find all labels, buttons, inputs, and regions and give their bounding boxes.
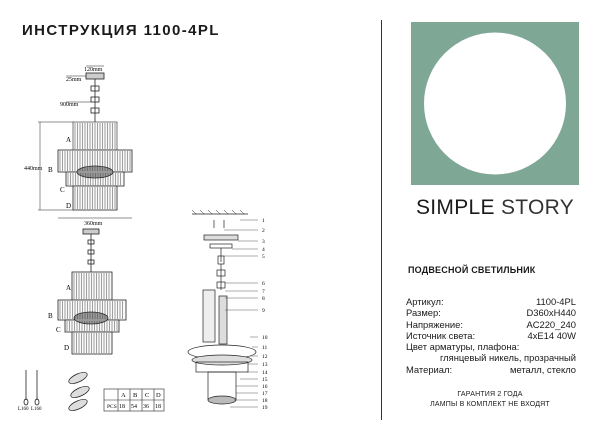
part-number: 16 [262,384,268,390]
spec-row-size: Размер: D360xH440 [406,307,576,318]
warranty-note: ГАРАНТИЯ 2 ГОДА [457,391,523,398]
spec-list: Артикул: 1100-4PL Размер: D360xH440 Напр… [406,296,576,375]
spec-label: Артикул: [406,296,444,307]
tier-label-d2: D [64,344,69,352]
crystal-pieces [68,372,90,411]
table-value-c: 36 [143,404,149,410]
table-header-c: C [145,392,149,399]
spec-row-material: Материал: металл, стекло [406,364,576,375]
brand-name-part1: SIMPLE [415,196,495,219]
part-number: 7 [262,289,265,295]
spec-row-voltage: Напряжение: AC220_240 [406,319,576,330]
part-number: 17 [262,391,268,397]
product-type: ПОДВЕСНОЙ СВЕТИЛЬНИК [408,265,536,275]
part-number: 8 [262,296,265,302]
lamp-length-label-2: L160 [31,407,42,412]
spec-label: Размер: [406,307,441,319]
lamp-parts [23,370,40,406]
spec-value: D360xH440 [526,307,576,319]
part-number: 13 [262,362,268,368]
table-header-d: D [156,392,161,399]
table-value-b: 54 [131,404,137,410]
table-header-a: A [121,392,126,399]
part-number: 2 [262,228,265,234]
part-number: 10 [262,335,268,341]
part-number: 14 [262,370,268,376]
spec-value: 4xE14 40W [527,329,576,341]
part-number: 9 [262,308,265,314]
spec-value: металл, стекло [510,363,576,375]
dim-cap-label: 25mm [66,77,82,83]
part-number: 12 [262,354,268,360]
lamp-length-label-1: L160 [18,407,29,412]
exploded-view [187,209,257,405]
spec-label: Источник света: [406,329,476,341]
tier-label-a2: A [66,284,71,292]
part-number: 19 [262,405,268,411]
brand-logo [411,22,579,185]
vertical-divider [381,20,382,420]
quantity-table [103,388,165,412]
part-number: 4 [262,247,265,253]
spec-label: Напряжение: [406,318,463,330]
part-number: 5 [262,254,265,260]
brand-name: SIMPLE STORY [395,196,595,220]
part-number: 15 [262,377,268,383]
dimensions-top [38,65,132,219]
part-number: 1 [262,218,265,224]
lamps-note: ЛАМПЫ В КОМПЛЕКТ НЕ ВХОДЯТ [430,401,550,408]
assembly-drawing: 120mm 25mm 900mm 440mm 360mm A B C D A B… [18,65,268,412]
table-header-b: B [133,392,138,399]
spec-armature-value: глянцевый никель, прозрачный [439,352,576,364]
part-number: 18 [262,398,268,404]
spec-label: Материал: [406,363,453,375]
spec-armature-label: Цвет арматуры, плафона: [406,341,520,353]
tier-label-c2: C [56,326,61,334]
tier-label-a: A [66,136,71,144]
table-value-a: 18 [119,404,125,410]
tier-label-d: D [66,202,71,210]
tier-label-b: B [48,166,53,174]
tier-label-b2: B [48,312,53,320]
spec-value: 1100-4PL [536,296,576,307]
tier-label-c: C [60,186,65,194]
brand-name-part2: STORY [500,196,575,219]
table-value-d: 18 [155,404,161,410]
part-number: 3 [262,239,265,245]
table-pcs-label: PCS [107,404,117,410]
part-number: 11 [262,345,268,351]
dim-width-label: 360mm [84,221,103,227]
spec-value: AC220_240 [526,318,576,330]
part-number: 6 [262,281,265,287]
spec-row-light-source: Источник света: 4xE14 40W [406,330,576,341]
footer-notes: ГАРАНТИЯ 2 ГОДА ЛАМПЫ В КОМПЛЕКТ НЕ ВХОД… [400,390,580,410]
spec-row-article: Артикул: 1100-4PL [406,296,576,307]
dim-top-label: 120mm [84,67,103,73]
page-title: ИНСТРУКЦИЯ 1100-4PL [22,22,220,39]
dim-chain-label: 900mm [60,102,79,108]
dim-height-label: 440mm [24,166,43,172]
